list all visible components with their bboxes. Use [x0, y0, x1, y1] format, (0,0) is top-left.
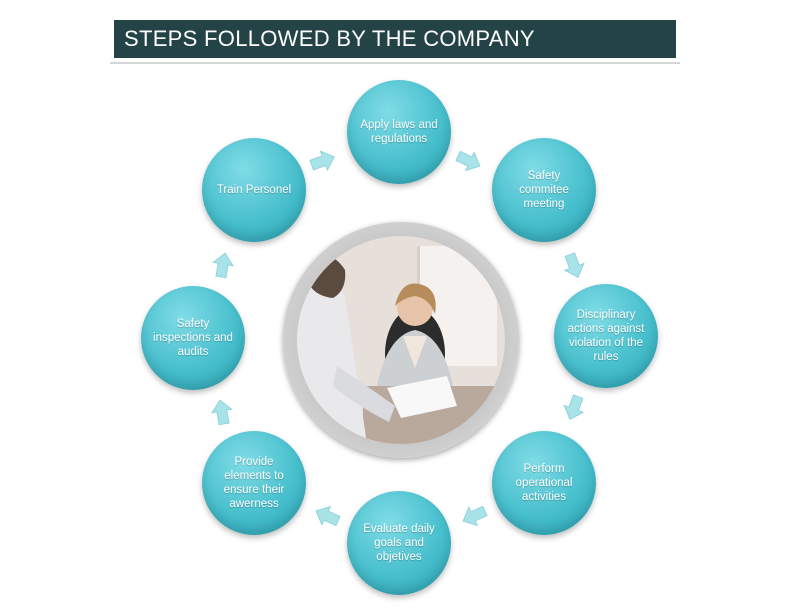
arrow-right-icon	[309, 150, 335, 172]
arrow-down-icon	[563, 394, 585, 420]
step-disciplinary-actions: Disciplinary actions against violation o…	[554, 284, 658, 388]
page-title: STEPS FOLLOWED BY THE COMPANY	[114, 20, 676, 58]
step-perform-operational: Perform operational activities	[492, 431, 596, 535]
arrow-up-icon	[212, 252, 235, 279]
step-apply-laws: Apply laws and regulations	[347, 80, 451, 184]
arrow-down-icon	[563, 252, 585, 278]
step-label: Disciplinary actions against violation o…	[567, 309, 645, 363]
arrow-right-icon	[455, 150, 481, 172]
arrow-up-icon	[210, 399, 233, 426]
step-label: Evaluate daily goals and objetives	[363, 523, 435, 563]
step-label: Provide elements to ensure their awernes…	[223, 456, 285, 510]
step-label: Safety commitee meeting	[519, 170, 569, 210]
step-provide-elements: Provide elements to ensure their awernes…	[202, 431, 306, 535]
center-photo-frame	[283, 222, 519, 458]
meeting-illustration	[297, 236, 505, 444]
arrow-left-icon	[462, 505, 488, 527]
step-label: Safety inspections and audits	[153, 318, 233, 358]
step-safety-inspections: Safety inspections and audits	[141, 286, 245, 390]
step-safety-committee: Safety commitee meeting	[492, 138, 596, 242]
step-evaluate-goals: Evaluate daily goals and objetives	[347, 491, 451, 595]
step-train-personel: Train Personel	[202, 138, 306, 242]
office-meeting-photo	[297, 236, 505, 444]
title-divider	[110, 62, 680, 64]
arrow-left-icon	[315, 505, 341, 527]
step-label: Apply laws and regulations	[360, 119, 438, 145]
step-label: Perform operational activities	[515, 463, 573, 503]
step-label: Train Personel	[216, 184, 292, 196]
